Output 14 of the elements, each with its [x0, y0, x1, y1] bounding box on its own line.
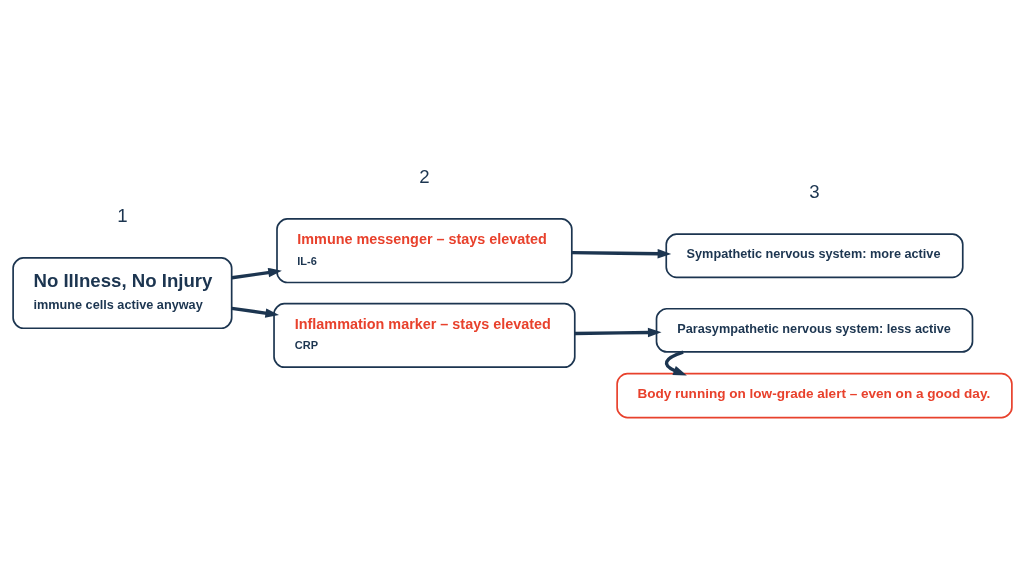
arrow	[231, 267, 282, 280]
arrow	[664, 350, 687, 376]
label: 1	[116, 204, 128, 226]
node-box: Body running on low-grade alert – even on a good day.	[615, 372, 1013, 419]
arrow	[231, 306, 279, 318]
node-box: Sympathetic nervous system: more active	[664, 233, 964, 279]
node-box: Inflammation marker – stays elevated CRP	[272, 302, 576, 369]
arrow	[571, 249, 671, 259]
arrow	[574, 327, 661, 338]
label: 3	[808, 180, 820, 202]
node-box: Parasympathetic nervous system: less active	[655, 307, 973, 353]
node-box: No Illness, No Injury immune cells active anyway	[11, 257, 233, 330]
node-box: Immune messenger – stays elevated IL-6	[275, 218, 573, 284]
label: 2	[418, 165, 430, 187]
